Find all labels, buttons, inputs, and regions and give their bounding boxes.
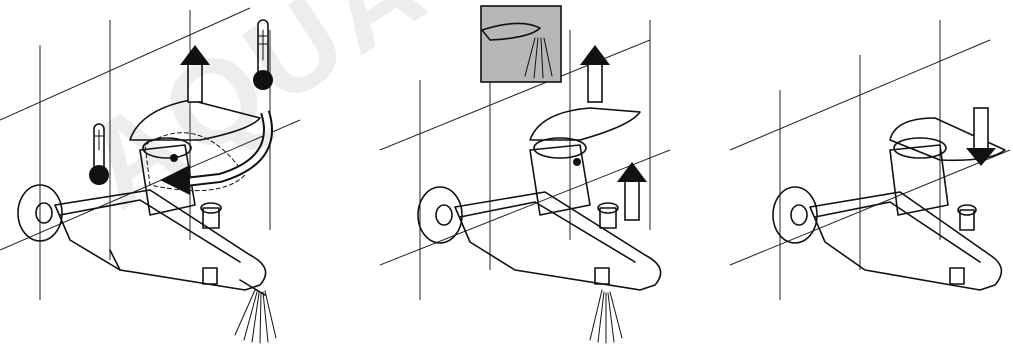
up-arrow-icon xyxy=(617,162,647,221)
mixer-cartridge xyxy=(529,137,591,216)
curved-arrow-icon xyxy=(160,110,273,195)
faucet-body xyxy=(54,189,267,296)
wall-flange-left xyxy=(17,184,63,242)
wall-tiles xyxy=(379,20,671,300)
lever xyxy=(889,117,1006,162)
panel-lift-lever-flow xyxy=(340,0,680,350)
faucet-body xyxy=(454,191,662,291)
wall-flange-left xyxy=(772,186,818,244)
faucet-body xyxy=(809,191,1003,291)
up-arrow-icon xyxy=(580,45,610,103)
lever xyxy=(129,99,261,141)
spray-lines xyxy=(234,289,277,344)
spray-inset-icon xyxy=(480,5,562,83)
up-arrow-icon xyxy=(180,45,210,103)
wall-tiles xyxy=(729,20,1011,300)
thermometer-hot-icon xyxy=(253,19,273,90)
panel-temperature-adjust xyxy=(0,0,330,350)
thermometer-cold-icon xyxy=(89,123,109,185)
spray-lines xyxy=(589,289,623,344)
mixer-cartridge xyxy=(139,137,196,216)
lever xyxy=(529,107,641,141)
panel-press-diverter xyxy=(690,0,1013,350)
wall-flange-left xyxy=(417,186,463,244)
down-arrow-icon xyxy=(966,107,996,166)
mixer-cartridge xyxy=(889,137,949,216)
